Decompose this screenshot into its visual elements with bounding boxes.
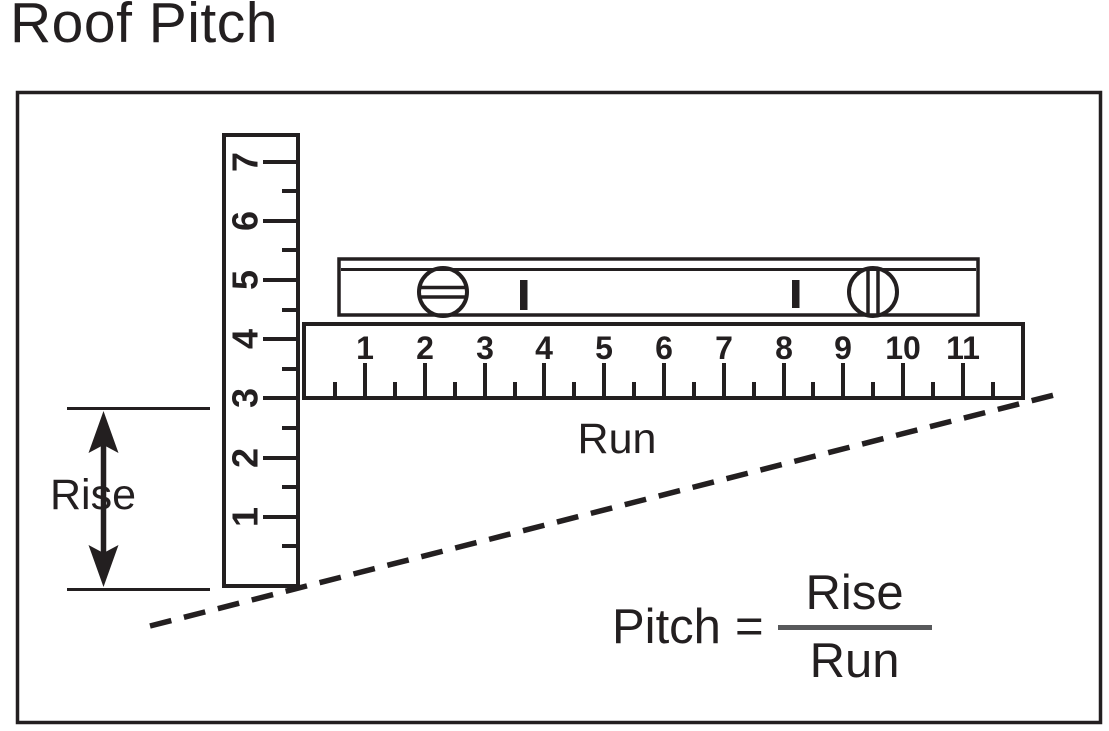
rise-arrow-down-head — [88, 545, 119, 587]
rise-ruler-number: 1 — [225, 507, 266, 527]
horizontal-vial-icon — [417, 266, 469, 318]
diagram-frame — [15, 90, 1103, 725]
rise-ruler-minor-ticks — [282, 189, 296, 548]
run-ruler-number: 8 — [775, 330, 793, 366]
run-ruler-body — [302, 322, 1025, 400]
level-center-mark — [792, 280, 800, 308]
run-ruler-number: 7 — [715, 330, 733, 366]
formula-denominator: Run — [809, 633, 900, 688]
run-ruler-number: 3 — [476, 330, 494, 366]
rise-ruler-number: 3 — [225, 388, 266, 408]
run-ruler-minor-ticks — [333, 382, 995, 396]
vertical-vial-lines — [866, 269, 880, 315]
level-center-mark — [520, 280, 528, 310]
rise-label: Rise — [50, 471, 137, 519]
rise-ruler-body — [222, 133, 300, 588]
fraction-bar — [777, 624, 932, 630]
spirit-level — [337, 257, 980, 318]
run-ruler-number: 9 — [834, 330, 852, 366]
run-ruler-number: 11 — [946, 330, 980, 366]
run-ruler-major-ticks — [363, 363, 965, 396]
run-ruler-number: 5 — [595, 330, 613, 366]
formula-fraction: Rise Run — [777, 566, 932, 689]
rise-arrow-up-head — [88, 411, 119, 453]
run-ruler-number: 6 — [655, 330, 673, 366]
rise-ruler-number: 6 — [225, 211, 266, 231]
rise-ruler-number: 7 — [225, 152, 266, 172]
formula-lhs: Pitch — [612, 599, 721, 654]
formula-equals: = — [734, 599, 764, 654]
rise-ruler-number: 2 — [225, 448, 266, 468]
rise-annotation — [67, 407, 210, 591]
rise-ruler: 1 2 3 4 5 6 7 — [222, 133, 300, 588]
roof-dashed-line — [149, 391, 1059, 629]
run-ruler-number: 10 — [885, 330, 921, 366]
run-ruler-number: 2 — [416, 330, 434, 366]
formula-numerator: Rise — [805, 566, 904, 620]
rise-ruler-number: 5 — [225, 270, 266, 290]
page-title: Roof Pitch — [10, 0, 278, 55]
rise-ruler-number: 4 — [225, 329, 266, 349]
vertical-vial-icon — [847, 266, 899, 318]
spirit-level-body — [337, 257, 980, 317]
horizontal-vial-lines — [420, 285, 466, 299]
run-ruler: 1 2 3 4 5 6 7 8 9 10 11 — [302, 322, 1025, 400]
pitch-formula: Pitch = Rise Run — [612, 566, 932, 689]
rise-ruler-major-ticks — [263, 160, 296, 519]
run-ruler-number: 4 — [535, 330, 553, 366]
run-ruler-number: 1 — [356, 330, 374, 366]
run-label: Run — [577, 415, 657, 463]
